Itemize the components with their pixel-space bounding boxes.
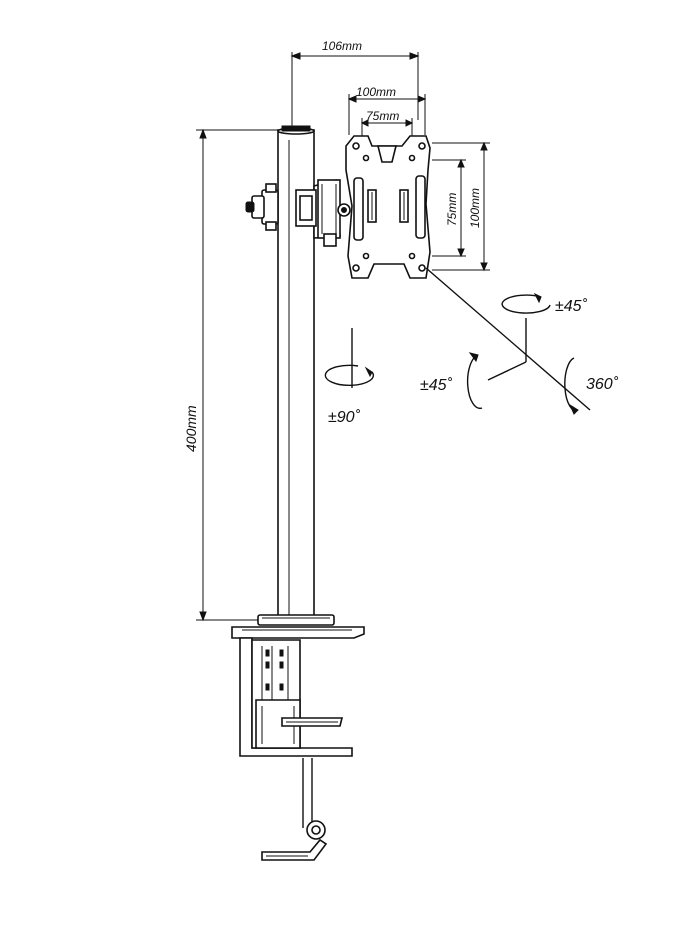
- tilt-bracket: [245, 178, 351, 247]
- rotate-360-indicator: 360˚: [564, 357, 619, 415]
- label-pole-swivel-90: ±90˚: [328, 409, 361, 426]
- vesa-plate: [345, 135, 431, 279]
- label-100mm-horizontal: 100mm: [356, 85, 396, 99]
- dimension-400mm: 400mm: [183, 128, 278, 622]
- label-75mm-horizontal: 75mm: [366, 109, 399, 123]
- label-106mm: 106mm: [322, 39, 362, 53]
- label-rotate-360: 360˚: [586, 376, 619, 393]
- base-plate: [231, 614, 365, 639]
- label-tilt-45: ±45˚: [555, 298, 588, 315]
- dimension-100mm-horizontal: 100mm: [347, 85, 427, 135]
- rotation-axes: [425, 267, 591, 411]
- label-75mm-vertical: 75mm: [445, 193, 459, 226]
- swivel-rotation-indicator: ±45˚: [420, 352, 483, 410]
- pole-swivel-indicator: ±90˚: [324, 328, 375, 426]
- dimension-106mm: 106mm: [290, 39, 420, 128]
- dimension-100mm-vertical: 100mm: [432, 141, 490, 272]
- dimension-75mm-vertical: 75mm: [432, 158, 466, 258]
- tilt-rotation-indicator: ±45˚: [501, 292, 588, 315]
- label-400mm: 400mm: [183, 405, 199, 452]
- label-100mm-vertical: 100mm: [468, 188, 482, 228]
- label-swivel-45: ±45˚: [420, 377, 453, 394]
- desk-clamp: [239, 637, 353, 861]
